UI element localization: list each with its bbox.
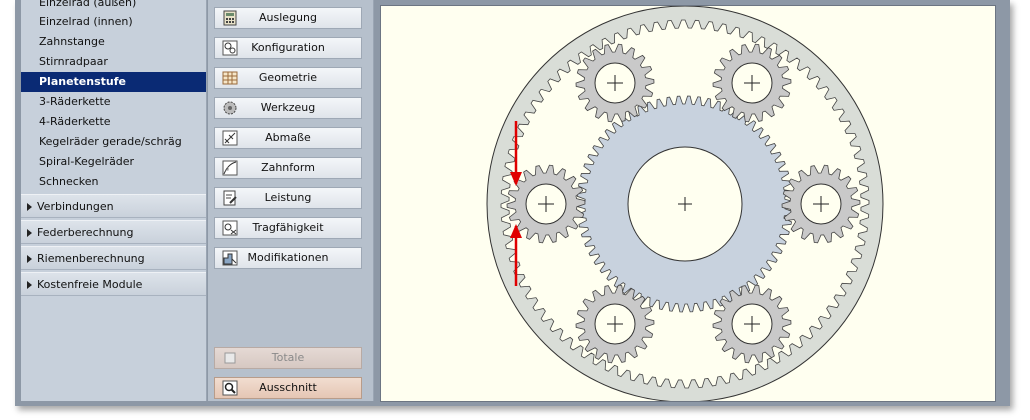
nav-item-zahnstange[interactable]: Zahnstange <box>21 32 206 52</box>
ausschnitt-button[interactable]: Ausschnitt <box>214 377 362 399</box>
modifikationen-button[interactable]: Modifikationen <box>214 247 362 269</box>
button-label: Werkzeug <box>260 101 316 114</box>
tooth-form-icon <box>222 160 238 176</box>
function-button-panel: Auslegung Konfiguration Geometrie Werkze… <box>208 0 374 401</box>
planet-center-cross-icon <box>813 196 829 212</box>
expand-arrow-icon <box>27 255 32 263</box>
arrow-down-head-icon <box>510 172 522 186</box>
werkzeug-button[interactable]: Werkzeug <box>214 97 362 119</box>
planet-center-cross-icon <box>538 196 554 212</box>
button-label: Zahnform <box>261 161 315 174</box>
square-icon <box>224 352 236 364</box>
konfiguration-button[interactable]: Konfiguration <box>214 37 362 59</box>
nav-item-label: 4-Räderkette <box>39 115 111 128</box>
nav-item-label: Schnecken <box>39 175 99 188</box>
planet-center-cross-icon <box>744 316 760 332</box>
expand-arrow-icon <box>27 229 32 237</box>
nav-item-einzelrad-innen[interactable]: Einzelrad (innen) <box>21 12 206 32</box>
planet-center-cross-icon <box>607 75 623 91</box>
gear-layer <box>500 19 870 389</box>
report-icon <box>223 190 237 206</box>
button-label: Konfiguration <box>251 41 325 54</box>
nav-item-label: Planetenstufe <box>39 75 126 88</box>
nav-item-einzelrad-aussen[interactable]: Einzelrad (außen) <box>21 0 206 13</box>
button-label: Auslegung <box>259 11 317 24</box>
tool-icon <box>223 101 237 115</box>
nav-item-label: Stirnradpaar <box>39 55 108 68</box>
auslegung-button[interactable]: Auslegung <box>214 7 362 29</box>
sun-center-cross-icon <box>678 197 692 211</box>
nav-item-planetenstufe[interactable]: Planetenstufe <box>21 72 206 92</box>
gears-icon <box>222 40 238 56</box>
nav-group-label: Kostenfreie Module <box>37 278 143 291</box>
arrow-up-head-icon <box>510 224 522 238</box>
planet-center-cross-icon <box>607 316 623 332</box>
nav-group-verbindungen[interactable]: Verbindungen <box>21 194 206 218</box>
totale-button[interactable]: Totale <box>214 347 362 369</box>
button-label: Leistung <box>264 191 312 204</box>
expand-arrow-icon <box>27 281 32 289</box>
abmasse-button[interactable]: Abmaße <box>214 127 362 149</box>
nav-item-schnecken[interactable]: Schnecken <box>21 172 206 192</box>
leistung-button[interactable]: Leistung <box>214 187 362 209</box>
button-label: Tragfähigkeit <box>252 221 324 234</box>
module-navigation: Einzelrad (außen) Einzelrad (innen) Zahn… <box>21 0 207 401</box>
expand-arrow-icon <box>27 203 32 211</box>
planetary-gear-drawing <box>486 6 884 401</box>
nav-group-label: Federberechnung <box>37 226 134 239</box>
button-label: Abmaße <box>265 131 311 144</box>
planet-center-cross-icon <box>744 75 760 91</box>
table-icon <box>222 71 238 85</box>
nav-item-kegelraeder[interactable]: Kegelräder gerade/schräg <box>21 132 206 152</box>
nav-item-label: Kegelräder gerade/schräg <box>39 135 182 148</box>
nav-item-label: 3-Räderkette <box>39 95 111 108</box>
button-label: Modifikationen <box>247 251 329 264</box>
force-arrows <box>510 121 522 286</box>
nav-group-federberechnung[interactable]: Federberechnung <box>21 220 206 244</box>
button-label: Ausschnitt <box>259 381 317 394</box>
modification-icon <box>222 250 238 266</box>
nav-item-3-raederkette[interactable]: 3-Räderkette <box>21 92 206 112</box>
geometrie-button[interactable]: Geometrie <box>214 67 362 89</box>
nav-item-4-raederkette[interactable]: 4-Räderkette <box>21 112 206 132</box>
nav-item-label: Spiral-Kegelräder <box>39 155 135 168</box>
magnifier-icon <box>222 380 238 396</box>
nav-group-kostenfreie-module[interactable]: Kostenfreie Module <box>21 272 206 296</box>
nav-group-label: Verbindungen <box>37 200 114 213</box>
load-icon <box>222 220 238 236</box>
gear-drawing-canvas[interactable] <box>380 5 996 402</box>
button-label: Geometrie <box>258 71 318 84</box>
nav-item-spiral-kegelraeder[interactable]: Spiral-Kegelräder <box>21 152 206 172</box>
measure-icon <box>222 130 238 146</box>
tragfaehigkeit-button[interactable]: Tragfähigkeit <box>214 217 362 239</box>
nav-item-label: Einzelrad (außen) <box>39 0 137 9</box>
nav-group-riemenberechnung[interactable]: Riemenberechnung <box>21 246 206 270</box>
nav-group-label: Riemenberechnung <box>37 252 145 265</box>
nav-item-label: Zahnstange <box>39 35 105 48</box>
nav-item-stirnradpaar[interactable]: Stirnradpaar <box>21 52 206 72</box>
nav-item-label: Einzelrad (innen) <box>39 15 133 28</box>
button-label: Totale <box>271 351 305 364</box>
calculator-icon <box>223 10 237 26</box>
zahnform-button[interactable]: Zahnform <box>214 157 362 179</box>
